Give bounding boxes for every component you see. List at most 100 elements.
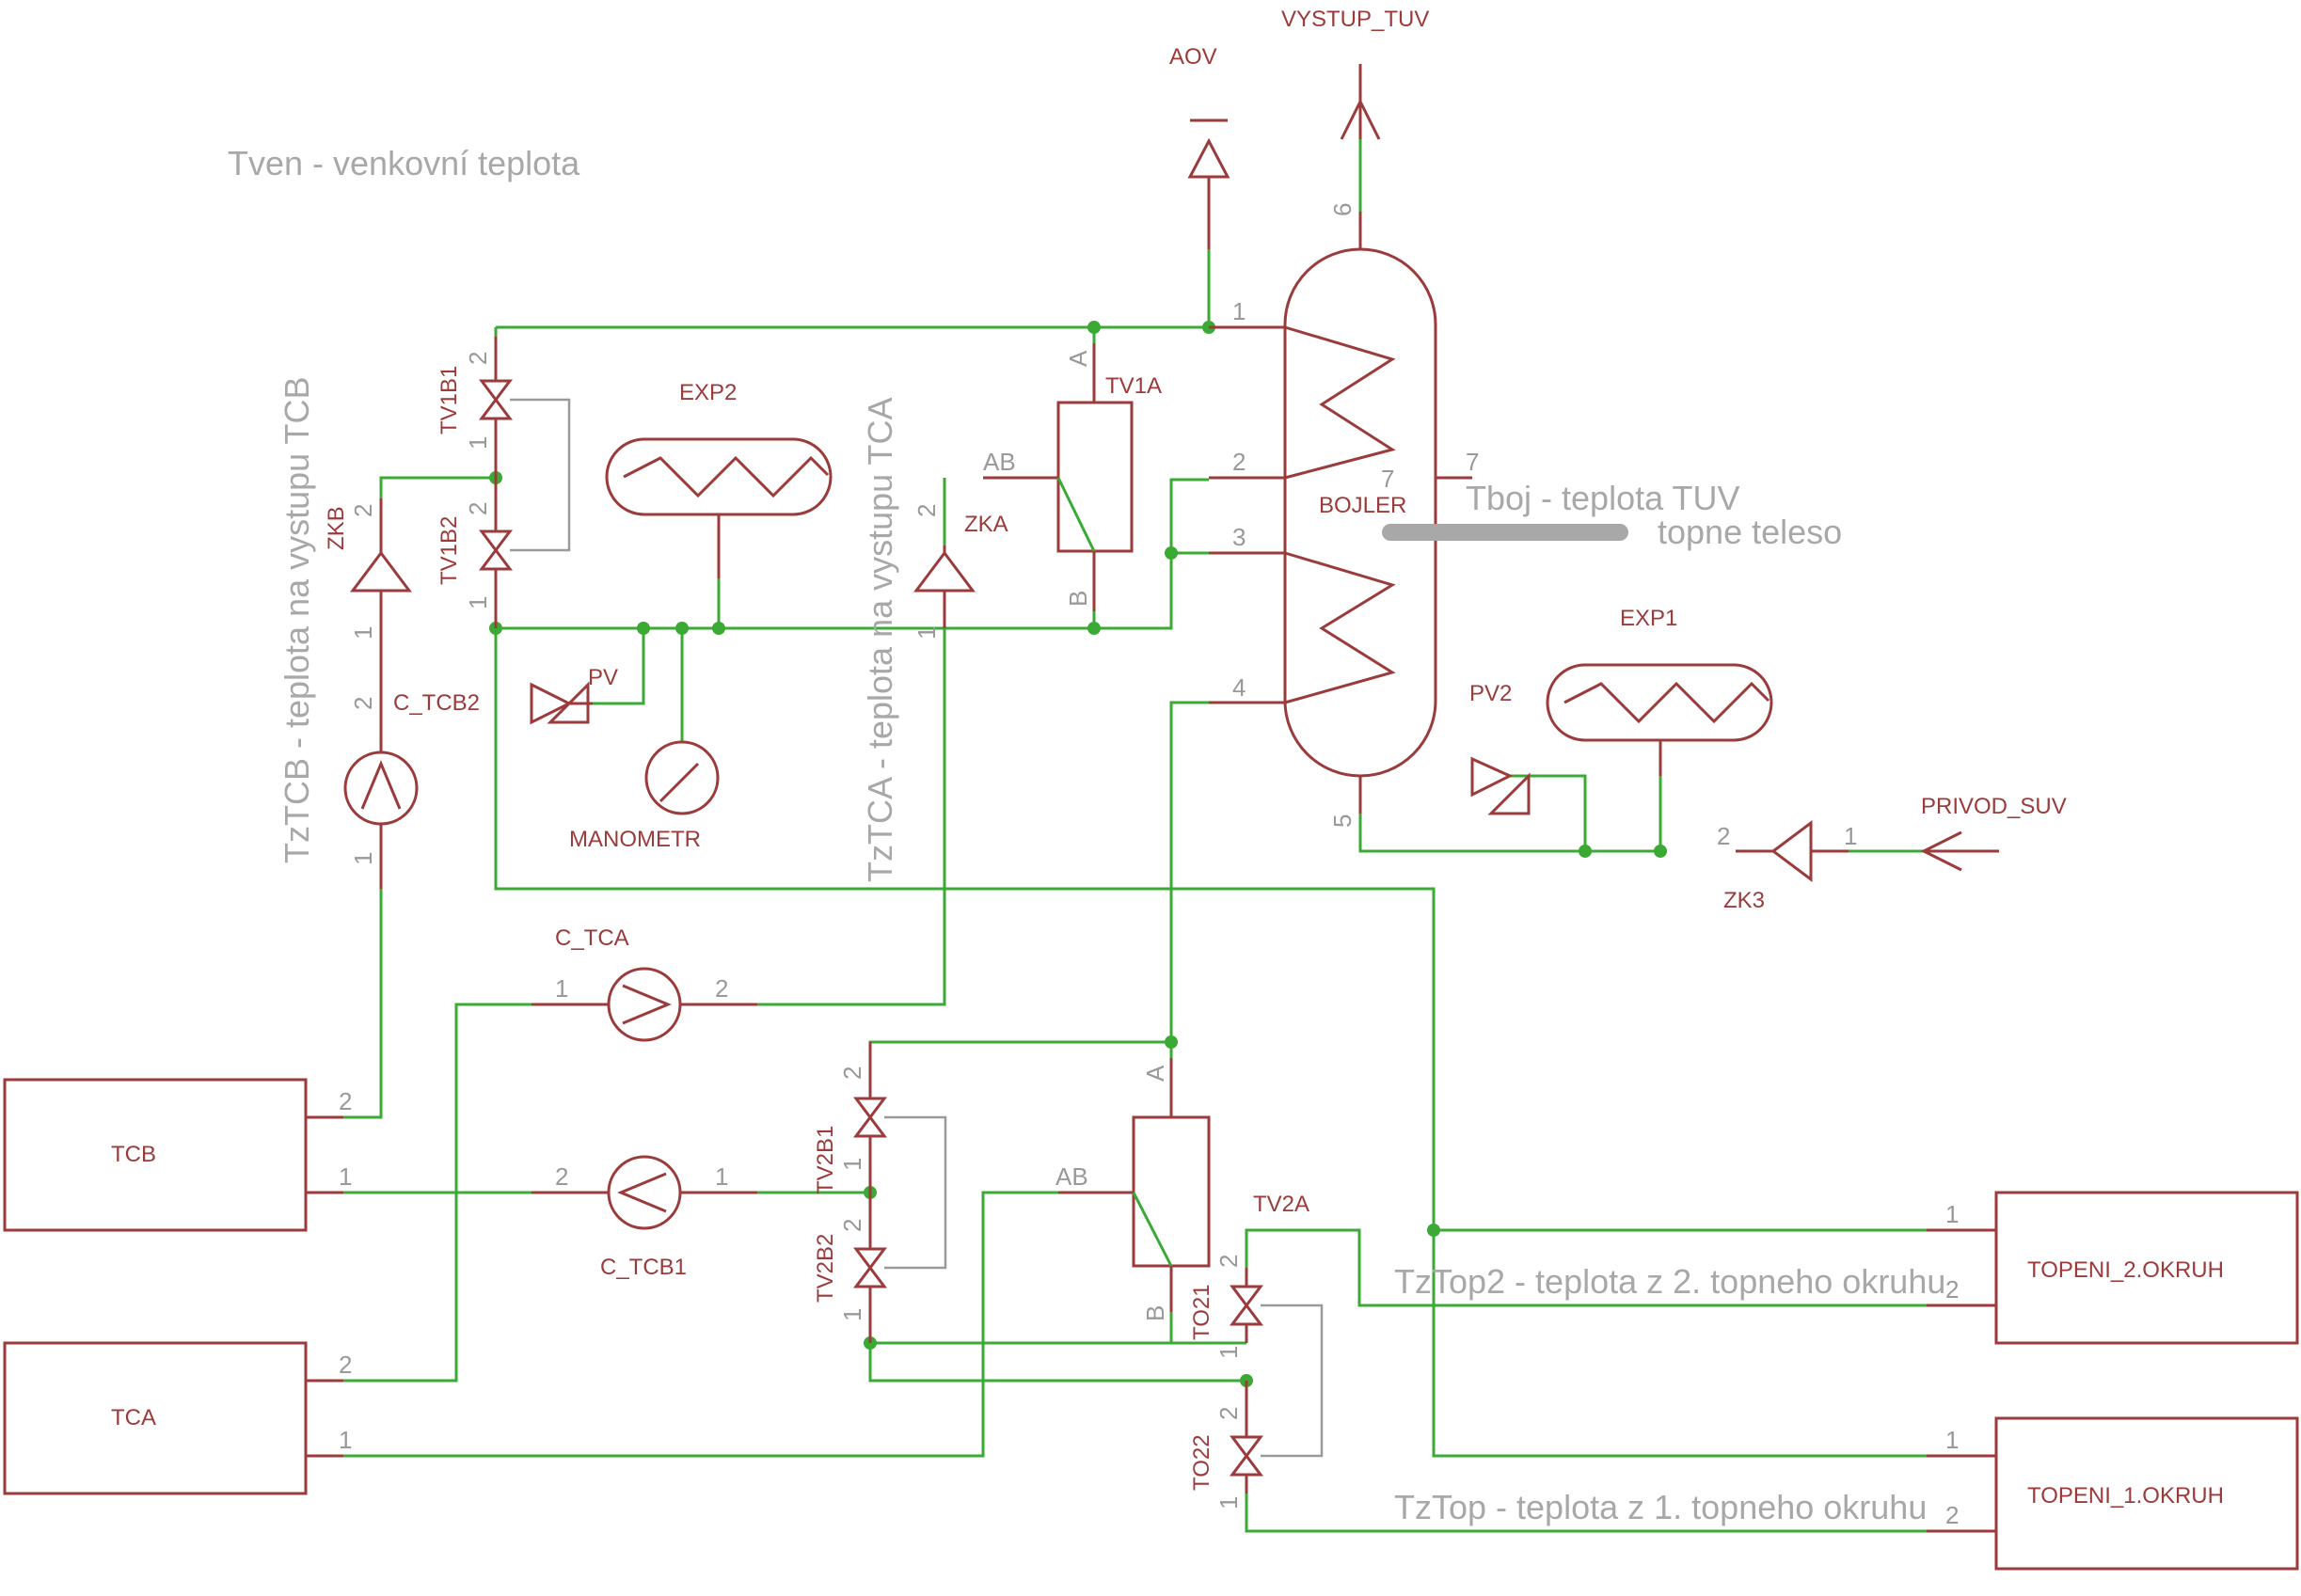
label-bojler: BOJLER bbox=[1319, 493, 1406, 518]
svg-text:B: B bbox=[1141, 1305, 1169, 1321]
svg-text:B: B bbox=[1064, 591, 1092, 607]
svg-text:2: 2 bbox=[1945, 1275, 1959, 1304]
svg-text:1: 1 bbox=[464, 436, 492, 450]
svg-text:3: 3 bbox=[1232, 523, 1246, 551]
label-zk3: ZK3 bbox=[1723, 888, 1765, 913]
pv-safety-valve-icon[interactable] bbox=[530, 681, 593, 725]
label-c-tcb2: C_TCB2 bbox=[393, 690, 480, 716]
svg-text:2: 2 bbox=[838, 1219, 866, 1232]
svg-text:7: 7 bbox=[1381, 465, 1394, 493]
label-tca: TCA bbox=[111, 1405, 156, 1430]
label-topeni1: TOPENI_1.OKRUH bbox=[2027, 1483, 2224, 1509]
svg-text:1: 1 bbox=[715, 1162, 728, 1191]
label-exp1: EXP1 bbox=[1620, 606, 1677, 631]
label-pv: PV bbox=[588, 665, 618, 690]
label-to21: TO21 bbox=[1189, 1284, 1214, 1340]
label-zkb: ZKB bbox=[324, 506, 349, 550]
label-topeni2: TOPENI_2.OKRUH bbox=[2027, 1257, 2224, 1283]
c-tcb2-pump-icon[interactable] bbox=[343, 625, 419, 889]
manometer-gauge-icon[interactable] bbox=[644, 740, 720, 815]
note-tztop: TzTop - teplota z 1. topneho okruhu bbox=[1394, 1488, 1927, 1526]
svg-text:2: 2 bbox=[1214, 1255, 1243, 1268]
tv2a-three-way-valve[interactable] bbox=[1058, 1058, 1211, 1312]
note-tboj: Tboj - teplota TUV bbox=[1466, 479, 1739, 517]
svg-text:2: 2 bbox=[464, 502, 492, 515]
label-manometr: MANOMETR bbox=[569, 827, 701, 852]
svg-text:7: 7 bbox=[1466, 448, 1479, 476]
svg-text:1: 1 bbox=[912, 626, 941, 640]
svg-text:1: 1 bbox=[555, 974, 568, 1003]
zka-check-valve-icon[interactable] bbox=[913, 545, 976, 628]
vystup-tuv-arrow-icon bbox=[1340, 64, 1381, 140]
note-tztop2: TzTop2 - teplota z 2. topneho okruhu bbox=[1394, 1262, 1945, 1301]
svg-text:1: 1 bbox=[339, 1162, 352, 1191]
svg-text:1: 1 bbox=[838, 1308, 866, 1321]
label-c-tcb1: C_TCB1 bbox=[600, 1255, 687, 1280]
label-exp2: EXP2 bbox=[679, 380, 737, 405]
label-privod-suv: PRIVOD_SUV bbox=[1921, 794, 2067, 819]
svg-text:1: 1 bbox=[1214, 1496, 1243, 1509]
privod-suv-arrow-icon bbox=[1920, 830, 1999, 872]
to21-valve-icon[interactable] bbox=[1230, 1268, 1324, 1458]
tv2b1-valve-icon[interactable] bbox=[853, 1042, 947, 1270]
c-tca-pump-icon[interactable] bbox=[532, 967, 757, 1042]
topeni1-box[interactable] bbox=[1927, 1416, 2299, 1571]
svg-text:2: 2 bbox=[1717, 822, 1730, 850]
label-c-tca: C_TCA bbox=[555, 925, 629, 951]
svg-text:4: 4 bbox=[1232, 673, 1246, 702]
tv1b1-valve-icon[interactable] bbox=[479, 337, 571, 552]
label-tv2b1: TV2B1 bbox=[813, 1126, 838, 1194]
note-tztcb: TzTCB - teplota na vystupu TCB bbox=[278, 376, 316, 863]
svg-text:2: 2 bbox=[555, 1162, 568, 1191]
to22-valve-icon[interactable] bbox=[1230, 1381, 1263, 1493]
svg-text:2: 2 bbox=[1214, 1407, 1243, 1420]
bojler-tank[interactable] bbox=[1209, 212, 1472, 814]
svg-text:2: 2 bbox=[715, 974, 728, 1003]
label-tv1b1: TV1B1 bbox=[436, 366, 462, 435]
tca-box[interactable] bbox=[3, 1341, 343, 1495]
tv1b2-valve-icon[interactable] bbox=[479, 478, 513, 628]
svg-text:2: 2 bbox=[838, 1067, 866, 1080]
svg-text:2: 2 bbox=[349, 697, 377, 710]
label-tv2b2: TV2B2 bbox=[813, 1234, 838, 1303]
c-tcb1-pump-icon[interactable] bbox=[532, 1155, 757, 1230]
note-topne-teleso: topne teleso bbox=[1658, 513, 1842, 551]
svg-text:2: 2 bbox=[464, 352, 492, 365]
svg-text:2: 2 bbox=[1945, 1501, 1959, 1529]
tcb-box[interactable] bbox=[3, 1078, 343, 1232]
svg-text:1: 1 bbox=[464, 596, 492, 609]
svg-text:2: 2 bbox=[1232, 448, 1246, 476]
pv2-safety-valve-icon[interactable] bbox=[1470, 756, 1531, 815]
svg-text:1: 1 bbox=[1844, 822, 1857, 850]
svg-text:6: 6 bbox=[1328, 203, 1357, 216]
tv2b2-valve-icon[interactable] bbox=[853, 1193, 887, 1343]
svg-text:2: 2 bbox=[339, 1351, 352, 1379]
tv1a-three-way-valve[interactable] bbox=[983, 343, 1134, 611]
junction-dots bbox=[489, 321, 1667, 1387]
svg-text:1: 1 bbox=[838, 1158, 866, 1171]
pin-numbers: 1 2 3 4 5 6 7 7 A B AB A B AB 2 1 2 1 2 … bbox=[339, 203, 1959, 1529]
svg-text:2: 2 bbox=[339, 1087, 352, 1115]
label-vystup-tuv: VYSTUP_TUV bbox=[1281, 7, 1429, 32]
exp2-expansion-tank[interactable] bbox=[605, 437, 833, 578]
note-tztca: TzTCA - teplota na vystupu TCA bbox=[861, 397, 899, 882]
exp1-expansion-tank[interactable] bbox=[1546, 663, 1773, 776]
svg-text:2: 2 bbox=[912, 504, 941, 517]
aov-valve-icon[interactable] bbox=[1187, 119, 1230, 249]
svg-text:A: A bbox=[1141, 1065, 1169, 1082]
label-tv1a: TV1A bbox=[1105, 373, 1162, 399]
label-tcb: TCB bbox=[111, 1142, 156, 1167]
svg-text:1: 1 bbox=[1232, 297, 1246, 325]
annotation-notes: Tven - venkovní teplota TzTCB - teplota … bbox=[228, 144, 1945, 1526]
svg-text:5: 5 bbox=[1328, 814, 1357, 828]
zk3-check-valve-icon[interactable] bbox=[1736, 820, 1849, 882]
svg-text:AB: AB bbox=[1055, 1162, 1088, 1191]
label-to22: TO22 bbox=[1189, 1434, 1214, 1491]
topeni2-box[interactable] bbox=[1927, 1191, 2299, 1345]
zkb-check-valve-icon[interactable] bbox=[350, 498, 412, 625]
svg-text:AB: AB bbox=[983, 448, 1016, 476]
svg-text:1: 1 bbox=[1945, 1426, 1959, 1454]
label-tv1b2: TV1B2 bbox=[436, 516, 462, 585]
note-tven: Tven - venkovní teplota bbox=[228, 144, 580, 182]
